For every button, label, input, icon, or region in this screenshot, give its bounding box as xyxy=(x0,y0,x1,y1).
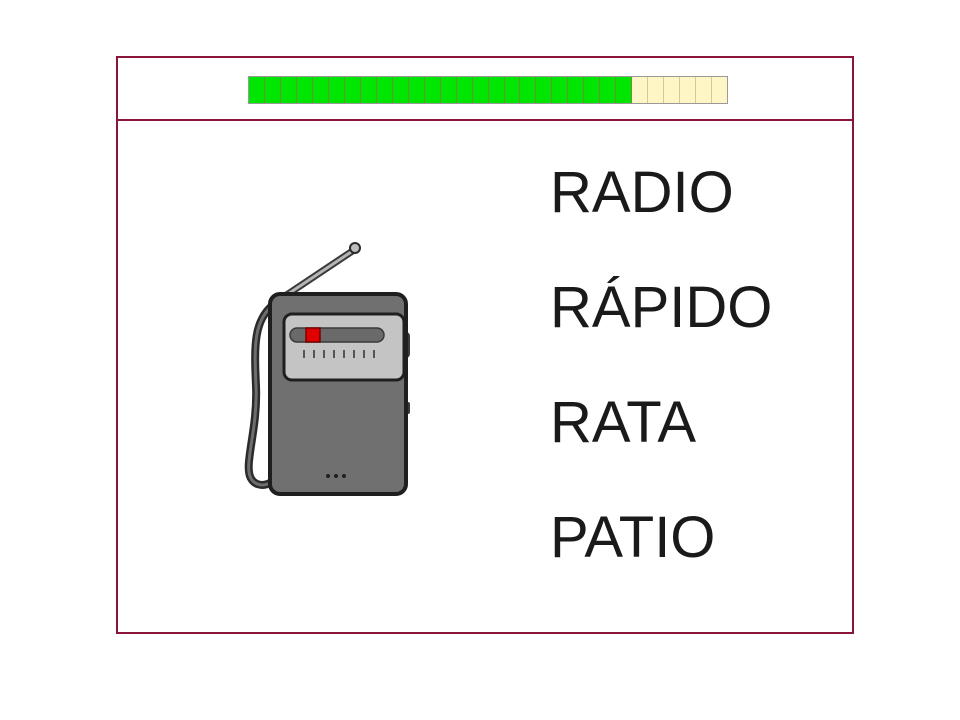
answer-option[interactable]: PATIO xyxy=(550,505,716,570)
progress-segment-complete xyxy=(536,77,553,103)
radio-icon[interactable] xyxy=(232,236,428,500)
progress-segment-complete xyxy=(488,77,505,103)
progress-segment-complete xyxy=(328,77,345,103)
progress-segment-complete xyxy=(584,77,601,103)
answer-option[interactable]: RÁPIDO xyxy=(550,275,773,340)
progress-segment-complete xyxy=(392,77,409,103)
progress-segment-complete xyxy=(344,77,361,103)
progress-segment-complete xyxy=(408,77,425,103)
progress-segment-complete xyxy=(504,77,521,103)
progress-segment-complete xyxy=(600,77,617,103)
header-divider xyxy=(116,119,854,121)
progress-segment-complete xyxy=(520,77,537,103)
progress-segment-complete xyxy=(280,77,297,103)
progress-segment-pending xyxy=(680,77,697,103)
progress-segment-complete xyxy=(264,77,281,103)
progress-bar xyxy=(248,76,728,104)
progress-segment-pending xyxy=(648,77,665,103)
progress-segment-complete xyxy=(424,77,441,103)
progress-segment-complete xyxy=(296,77,313,103)
tuning-marker-icon xyxy=(305,327,321,343)
answer-option[interactable]: RATA xyxy=(550,390,697,455)
answer-option[interactable]: RADIO xyxy=(550,160,734,225)
progress-segment-pending xyxy=(696,77,713,103)
progress-segment-complete xyxy=(312,77,329,103)
progress-segment-pending xyxy=(664,77,681,103)
progress-segment-complete xyxy=(376,77,393,103)
progress-segment-complete xyxy=(249,77,265,103)
progress-segment-complete xyxy=(616,77,633,103)
progress-segment-complete xyxy=(472,77,489,103)
exercise-frame xyxy=(116,56,854,634)
progress-segment-complete xyxy=(440,77,457,103)
progress-segment-complete xyxy=(360,77,377,103)
progress-segment-pending xyxy=(712,77,728,103)
progress-segment-complete xyxy=(456,77,473,103)
progress-segment-complete xyxy=(568,77,585,103)
progress-segment-pending xyxy=(632,77,649,103)
progress-segment-complete xyxy=(552,77,569,103)
